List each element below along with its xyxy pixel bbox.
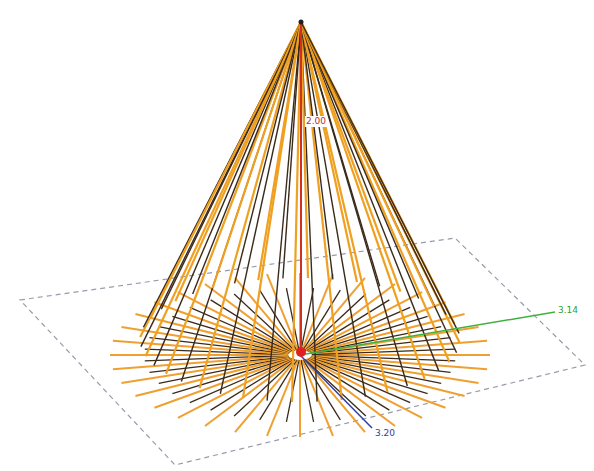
center-point [296,347,306,357]
radial-line [308,359,422,418]
cone-line [301,22,317,402]
radial-line [110,354,288,356]
cone-line [283,22,301,278]
cone-line [235,22,301,283]
cone-line [175,22,301,301]
cone-line [301,22,419,298]
cone-line [301,22,434,306]
cone-line [150,22,301,318]
radial-line [190,307,292,351]
height-value: 2.00 [305,116,327,127]
cone-line [301,22,400,292]
radial-line [135,314,289,353]
cone-line [143,22,301,327]
radial-line [205,359,294,426]
cone-line [193,22,301,294]
cone-line [146,22,301,356]
cone-line [161,22,301,309]
cone-line [140,22,301,337]
cone-line [301,22,365,397]
dashed-plane [20,238,585,465]
cone-line [154,22,301,365]
cone-line [301,22,450,362]
radial-line [301,360,314,422]
apex-point [299,20,304,25]
radial-line [260,290,297,350]
blue-axis [300,355,372,428]
cone-line [301,22,457,353]
radial-line [312,341,487,354]
red-axis [300,22,302,352]
radial-line [312,354,490,356]
cone-line [166,22,301,374]
cone-lines [140,22,460,402]
cone-line [301,22,459,333]
cone-line [301,22,308,278]
radial-line [145,355,288,360]
cone-line [258,22,301,280]
radial-line [299,360,301,437]
cone-line [213,22,301,288]
cone-line [141,22,301,347]
axis-value: 3.20 [374,428,396,439]
green-axis [300,312,555,355]
cone-line [181,22,301,382]
cone-line [220,22,301,394]
axis-value: 3.14 [557,305,579,316]
radial-line [113,356,288,369]
